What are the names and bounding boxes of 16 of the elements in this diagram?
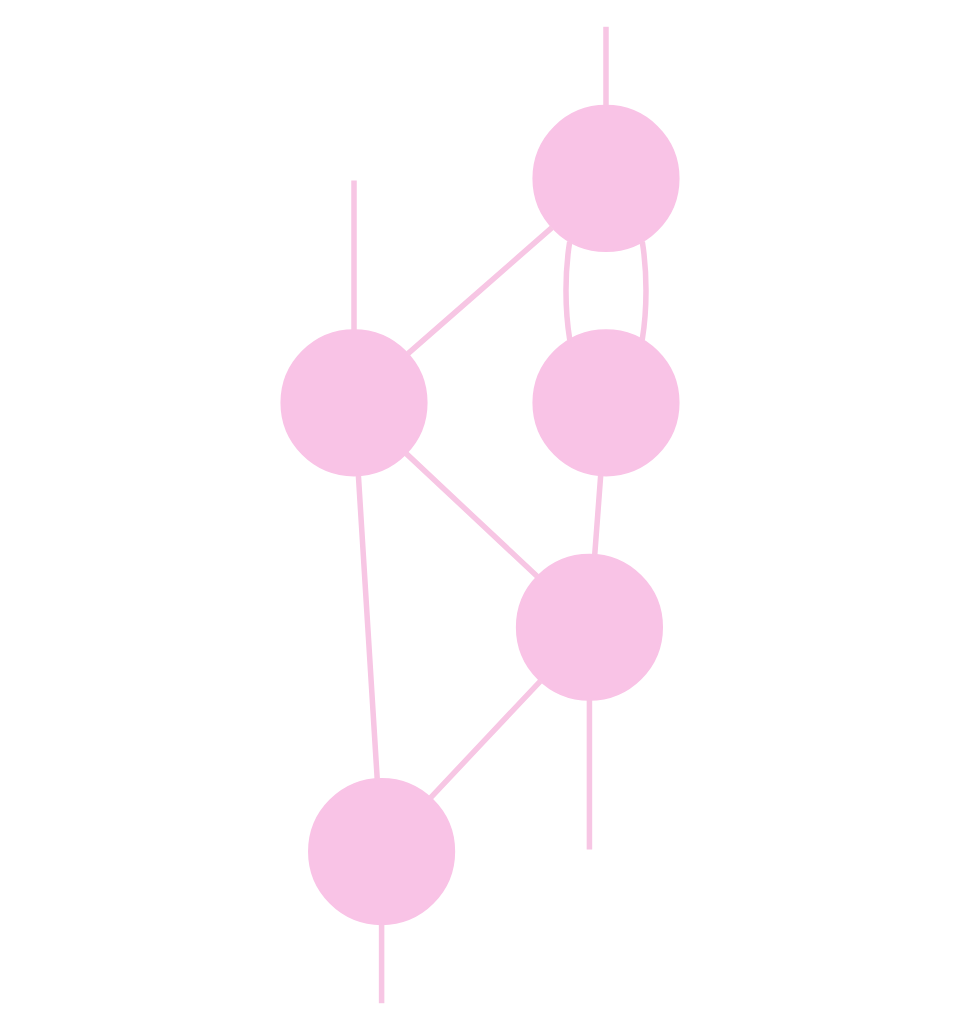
connector	[639, 241, 649, 341]
node-circle	[515, 553, 663, 701]
connector	[355, 475, 380, 780]
connector	[428, 679, 543, 800]
connector	[603, 26, 609, 106]
node-circle	[308, 778, 456, 926]
connector	[404, 451, 540, 579]
connector	[586, 700, 593, 850]
connector	[406, 225, 554, 356]
node-circle	[280, 329, 428, 477]
connector	[351, 180, 357, 330]
connector	[378, 924, 385, 1004]
node-circle	[532, 329, 680, 477]
connector	[563, 241, 573, 341]
connector	[592, 475, 604, 555]
node-circle	[532, 104, 680, 252]
